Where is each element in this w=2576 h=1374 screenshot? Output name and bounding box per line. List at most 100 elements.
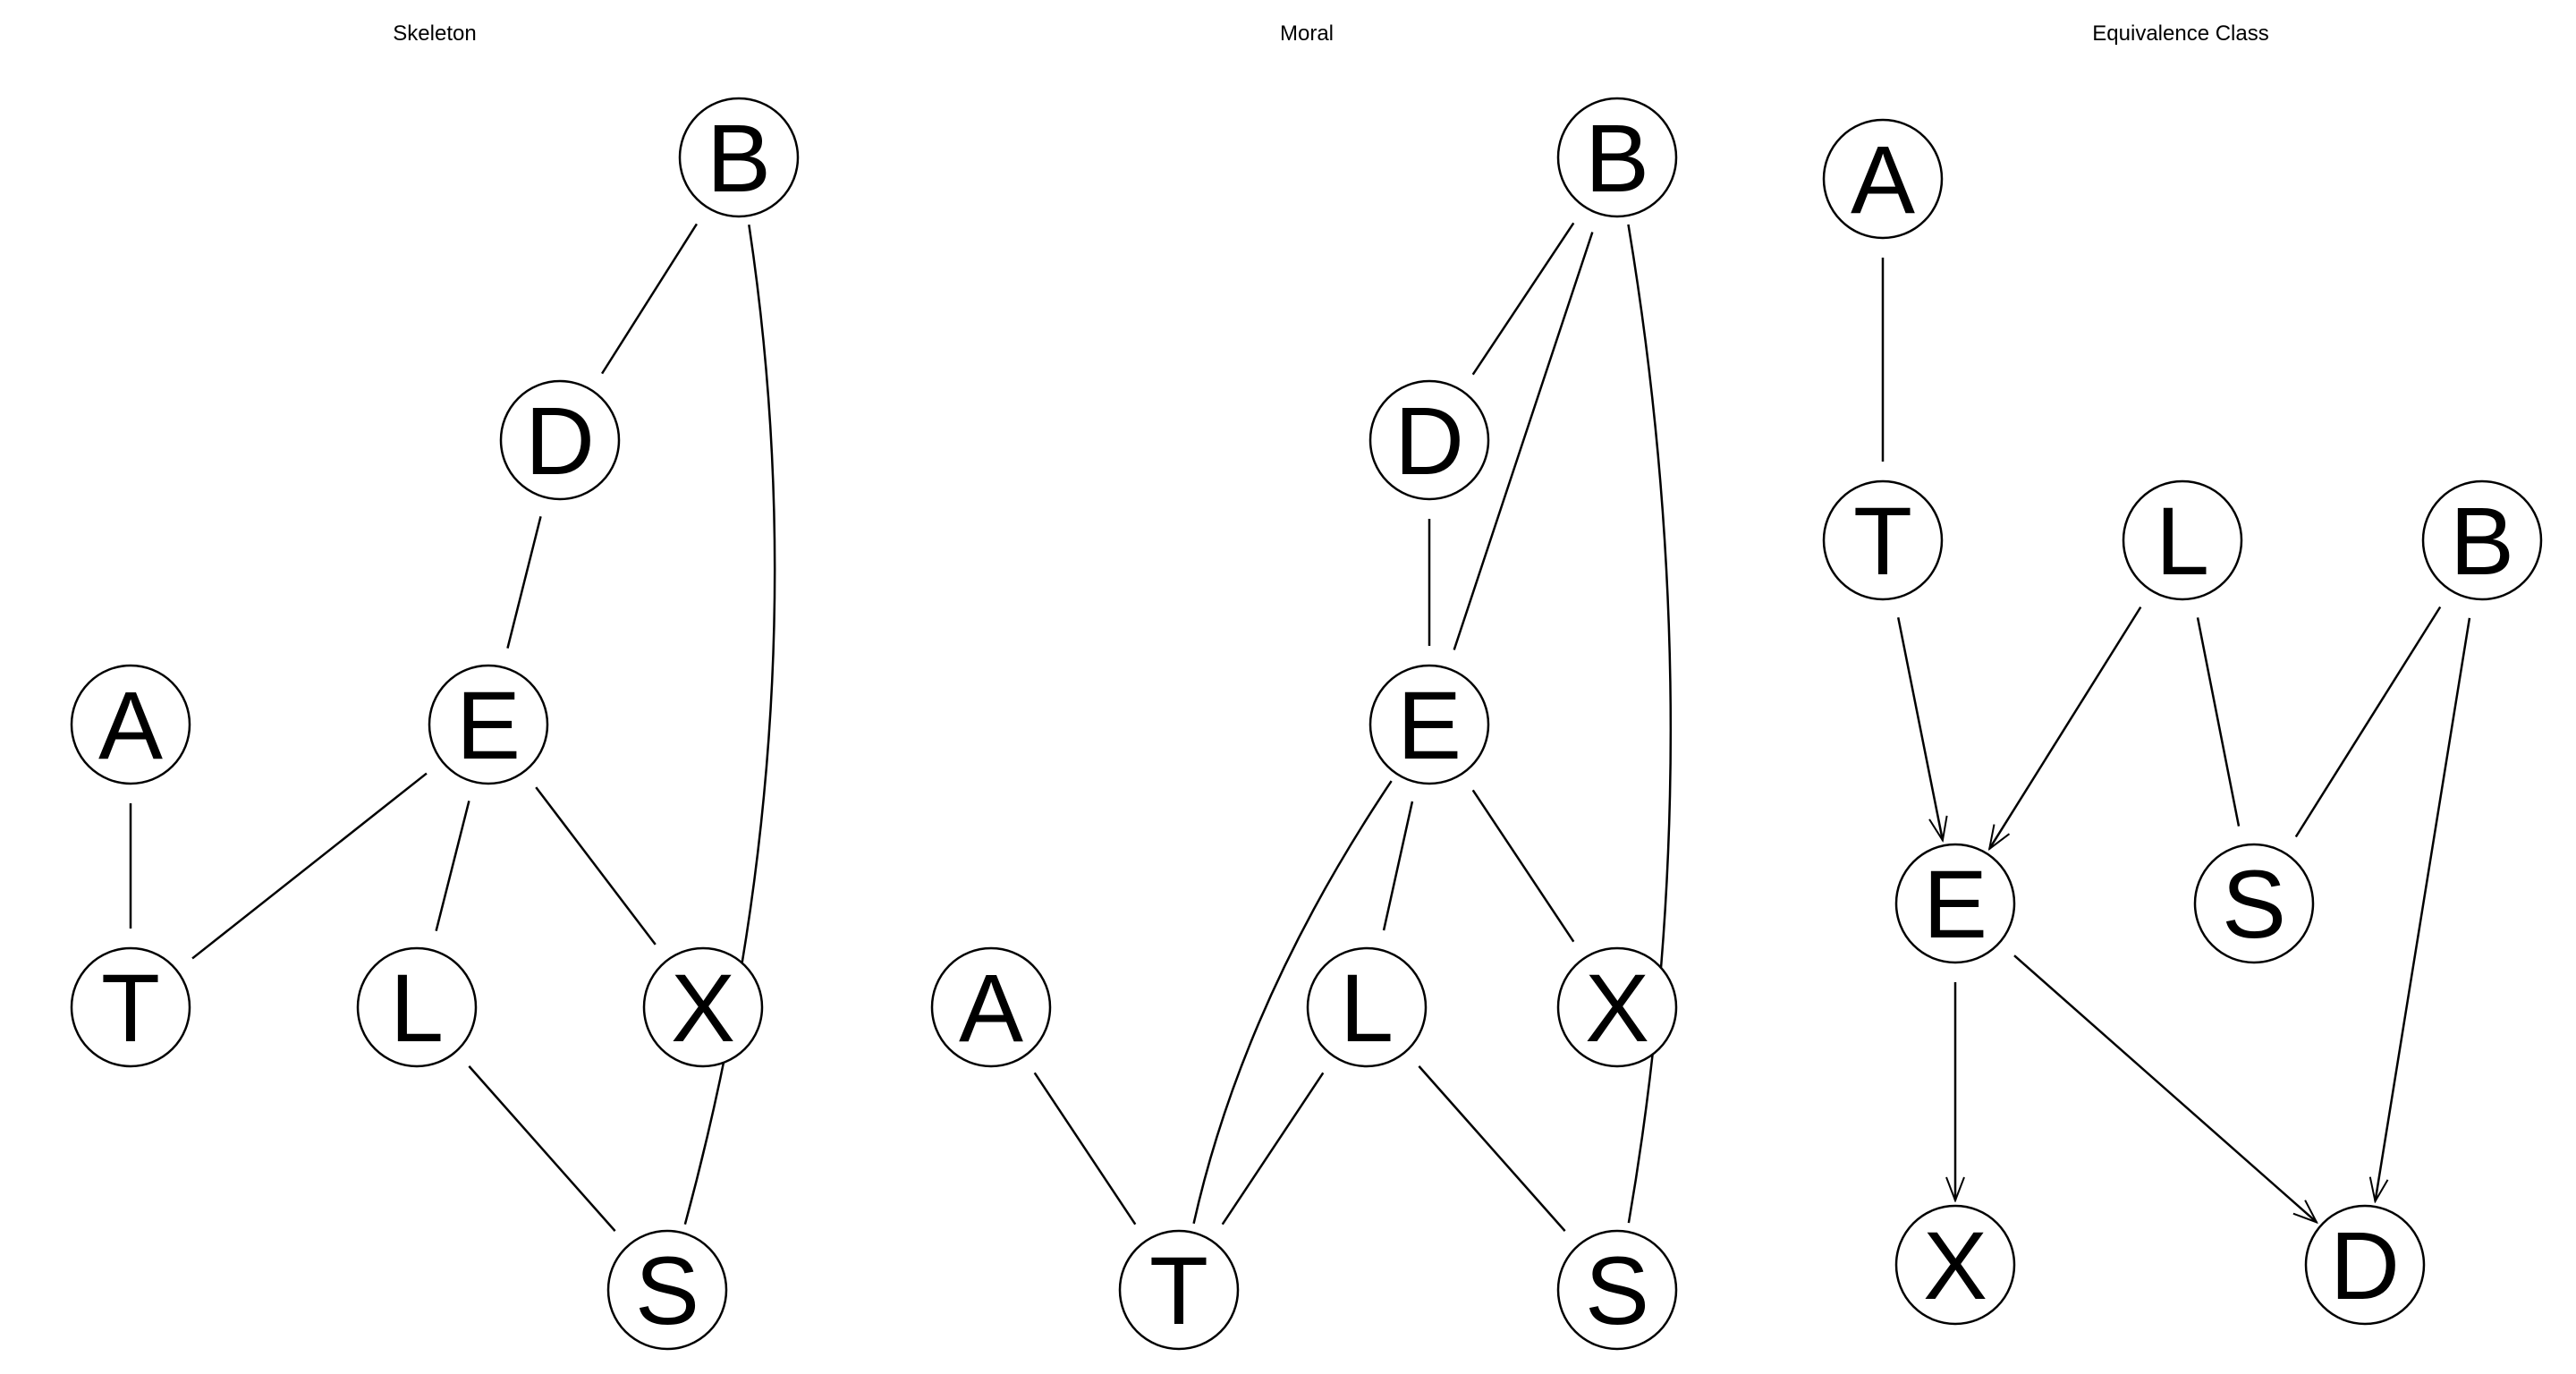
equivalence-class-node-x-circle [1894, 1204, 2016, 1326]
moral-node-b-circle [1556, 97, 1678, 218]
skeleton-node-x-circle [642, 946, 764, 1068]
skeleton-edge-e-l [435, 801, 470, 931]
skeleton-node-s-label: S [635, 1236, 699, 1344]
moral-edge-a-t [1033, 1072, 1137, 1226]
moral-node-l-circle [1306, 946, 1428, 1068]
skeleton-node-l: L [356, 946, 478, 1068]
moral-edge-b-e [1453, 232, 1594, 650]
equivalence-class-edge-l-s [2196, 617, 2241, 827]
skeleton-node-a: A [70, 664, 191, 785]
equivalence-class-edge-e-d [2013, 954, 2317, 1222]
skeleton-node-d: D [499, 379, 621, 501]
equivalence-class-node-d: D [2304, 1204, 2426, 1326]
moral-node-x: X [1556, 946, 1678, 1068]
moral-node-d: D [1368, 379, 1490, 501]
moral-node-x-circle [1556, 946, 1678, 1068]
equivalence-class-node-s: S [2193, 843, 2315, 964]
skeleton-edge-e-x [535, 786, 657, 946]
skeleton-edge-l-s [468, 1065, 616, 1232]
moral-node-a-circle [930, 946, 1052, 1068]
skeleton-node-e-label: E [456, 671, 521, 779]
equivalence-class-edge-b-s [2294, 606, 2442, 838]
moral-edge-l-s [1418, 1065, 1566, 1232]
moral-node-l-label: L [1340, 954, 1394, 1062]
skeleton-node-d-circle [499, 379, 621, 501]
equivalence-class-edge-l-e [1989, 606, 2142, 849]
skeleton-node-t-label: T [101, 954, 160, 1062]
skeleton-node-l-label: L [390, 954, 444, 1062]
equivalence-class-node-e-label: E [1923, 850, 1987, 958]
nodes-layer: B D A E T L X S B D E A L X T S A T L B E S X D [70, 97, 2543, 1351]
moral-edge-e-l [1382, 801, 1414, 931]
skeleton-edge-b-d [601, 223, 698, 375]
equivalence-class-node-l: L [2122, 479, 2243, 601]
equivalence-class-node-e: E [1894, 843, 2016, 964]
equivalence-class-node-b: B [2421, 479, 2543, 601]
equivalence-class-node-b-circle [2421, 479, 2543, 601]
equivalence-class-node-s-circle [2193, 843, 2315, 964]
moral-node-t-circle [1118, 1229, 1240, 1351]
equivalence-class-node-t-label: T [1853, 487, 1912, 595]
skeleton-node-s: S [606, 1229, 728, 1351]
panel-title-moral: Moral [1279, 21, 1335, 46]
skeleton-node-a-label: A [98, 671, 163, 779]
skeleton-edge-d-e [506, 516, 542, 649]
skeleton-node-d-label: D [525, 386, 595, 495]
moral-node-d-label: D [1394, 386, 1464, 495]
skeleton-node-t-circle [70, 946, 191, 1068]
equivalence-class-node-t: T [1822, 479, 1944, 601]
panel-title-skeleton: Skeleton [393, 21, 477, 46]
moral-node-t: T [1118, 1229, 1240, 1351]
skeleton-node-x-label: X [671, 954, 735, 1062]
moral-node-a: A [930, 946, 1052, 1068]
moral-edge-e-x [1471, 789, 1575, 943]
equivalence-class-node-a: A [1822, 118, 1944, 240]
moral-node-x-label: X [1585, 954, 1649, 1062]
equivalence-class-node-a-label: A [1851, 125, 1915, 233]
moral-node-b: B [1556, 97, 1678, 218]
moral-node-l: L [1306, 946, 1428, 1068]
moral-edge-l-t [1221, 1072, 1325, 1226]
equivalence-class-node-x: X [1894, 1204, 2016, 1326]
skeleton-node-a-circle [70, 664, 191, 785]
edges-layer [129, 222, 2471, 1232]
skeleton-edge-e-t [191, 772, 428, 960]
skeleton-node-s-circle [606, 1229, 728, 1351]
moral-edge-b-s [1627, 224, 1673, 1224]
moral-node-t-label: T [1149, 1236, 1208, 1344]
equivalence-class-node-e-circle [1894, 843, 2016, 964]
moral-node-s-circle [1556, 1229, 1678, 1351]
equivalence-class-node-a-circle [1822, 118, 1944, 240]
moral-node-e-circle [1368, 664, 1490, 785]
equivalence-class-node-l-label: L [2156, 487, 2209, 595]
skeleton-node-e: E [428, 664, 549, 785]
moral-edge-b-d [1471, 222, 1575, 376]
skeleton-node-b: B [678, 97, 800, 218]
moral-edge-e-t [1192, 780, 1393, 1225]
equivalence-class-node-s-label: S [2222, 850, 2286, 958]
panel-title-equivalence-class: Equivalence Class [2092, 21, 2269, 46]
skeleton-node-b-circle [678, 97, 800, 218]
equivalence-class-node-x-label: X [1923, 1211, 1987, 1319]
skeleton-node-t: T [70, 946, 191, 1068]
moral-node-s-label: S [1585, 1236, 1649, 1344]
equivalence-class-node-b-label: B [2450, 487, 2514, 595]
moral-node-s: S [1556, 1229, 1678, 1351]
moral-node-a-label: A [959, 954, 1023, 1062]
equivalence-class-node-t-circle [1822, 479, 1944, 601]
equivalence-class-node-d-circle [2304, 1204, 2426, 1326]
equivalence-class-edge-t-e [1896, 617, 1943, 840]
equivalence-class-node-l-circle [2122, 479, 2243, 601]
moral-node-e: E [1368, 664, 1490, 785]
skeleton-node-l-circle [356, 946, 478, 1068]
equivalence-class-edge-b-d [2375, 617, 2471, 1201]
moral-node-e-label: E [1397, 671, 1462, 779]
equivalence-class-node-d-label: D [2330, 1211, 2400, 1319]
skeleton-edge-b-s [683, 224, 776, 1225]
skeleton-node-b-label: B [707, 104, 771, 212]
moral-node-b-label: B [1585, 104, 1649, 212]
skeleton-node-e-circle [428, 664, 549, 785]
moral-node-d-circle [1368, 379, 1490, 501]
skeleton-node-x: X [642, 946, 764, 1068]
